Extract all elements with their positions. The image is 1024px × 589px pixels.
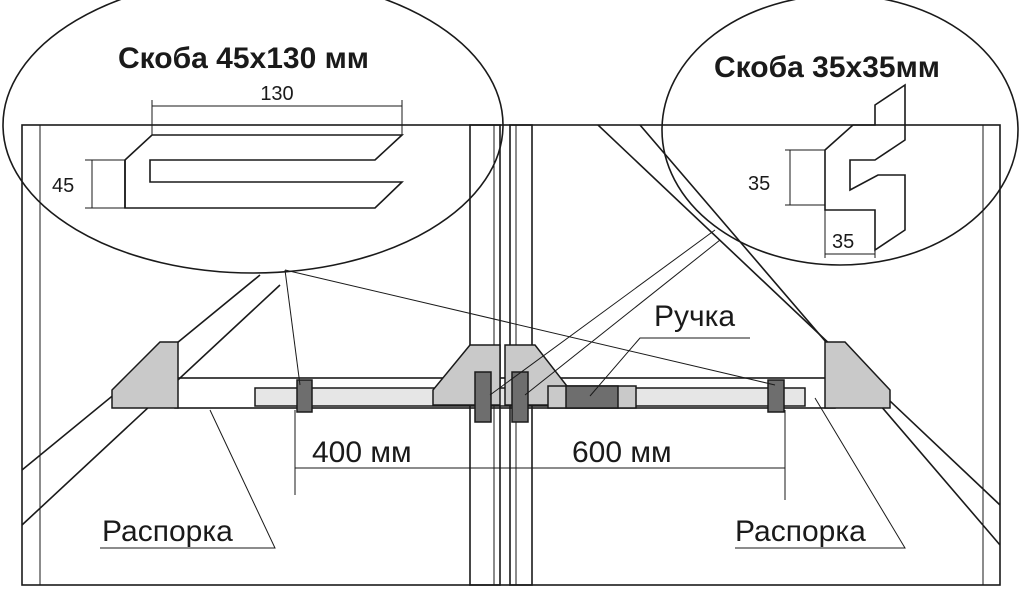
left-bracket: [296, 379, 313, 413]
dim-130: 130: [260, 83, 293, 105]
callout-leader: [524, 239, 721, 396]
right-distance-label: 600 мм: [572, 436, 672, 469]
right-spacer-label: Распорка: [735, 515, 866, 548]
handle: [565, 385, 619, 409]
left-spacer-label: Распорка: [102, 515, 233, 548]
left-bracket-callout: Скоба 45x130 мм 130 45: [2, 0, 504, 274]
dim-45: 45: [52, 175, 74, 197]
left-corner-plate: [111, 341, 179, 409]
latch-left-holder: [474, 371, 492, 423]
right-diagonal-bottom: [639, 124, 1001, 546]
right-spacer-leader: [735, 397, 906, 549]
right-bracket-callout: Скоба 35x35мм 35 35: [661, 0, 1019, 266]
left-callout-ellipse: [2, 0, 504, 274]
latch-right-holder: [511, 371, 529, 423]
right-bracket: [767, 379, 785, 413]
bracket-45x130-shape: [124, 134, 405, 209]
dimension-lines: [100, 229, 906, 549]
dim-35-width: 35: [832, 231, 854, 253]
right-corner-plate: [824, 341, 891, 409]
callout-leader: [284, 269, 776, 386]
handle-label: Ручка: [654, 300, 735, 333]
left-spacer-leader: [100, 409, 276, 549]
callout-leader: [284, 269, 301, 386]
left-distance-label: 400 мм: [312, 436, 412, 469]
callout-leader: [489, 229, 716, 396]
dim-35-height: 35: [748, 173, 770, 195]
right-callout-title: Скоба 35x35мм: [714, 51, 940, 84]
bracket-35x35-shape: [824, 83, 906, 252]
left-callout-title: Скоба 45x130 мм: [118, 42, 369, 75]
right-diagonal-top: [597, 124, 1001, 506]
right-callout-ellipse: [661, 0, 1019, 266]
handle-leader: [589, 337, 750, 397]
